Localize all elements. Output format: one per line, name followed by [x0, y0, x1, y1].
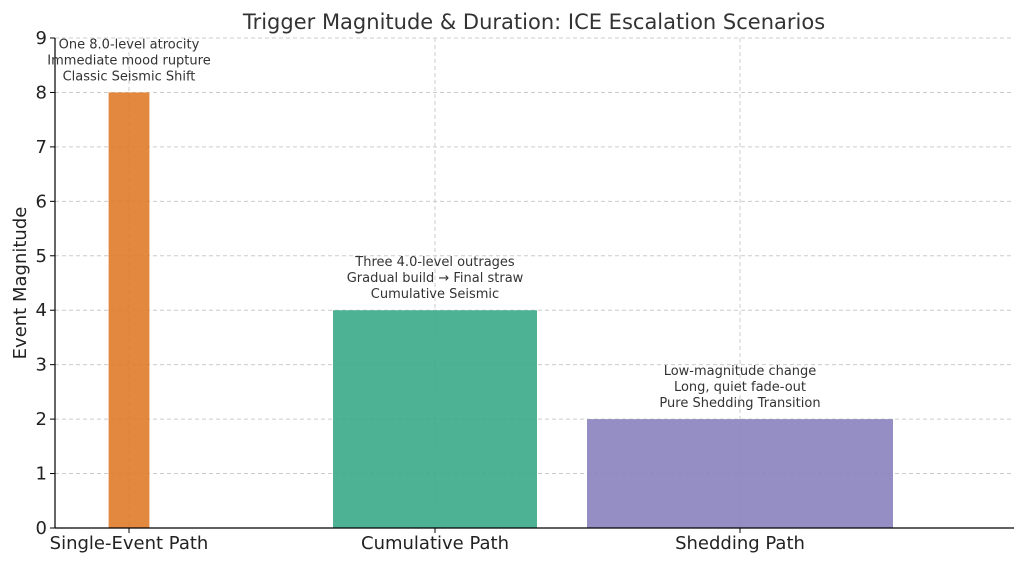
annotation-line: Classic Seismic Shift — [63, 69, 196, 84]
bar-shedding-path — [587, 419, 893, 528]
x-tick-label: Cumulative Path — [361, 533, 509, 554]
x-tick-label: Shedding Path — [675, 533, 805, 554]
y-tick-label: 9 — [36, 28, 47, 49]
annotation-line: Low-magnitude change — [664, 364, 817, 379]
y-tick-label: 2 — [36, 409, 47, 430]
annotation-line: Cumulative Seismic — [371, 287, 499, 302]
axes — [54, 38, 1014, 529]
y-tick-label: 8 — [36, 82, 47, 103]
annotation-line: Gradual build → Final straw — [347, 271, 524, 286]
annotation-line: One 8.0-level atrocity — [59, 37, 200, 52]
y-tick-label: 3 — [36, 355, 47, 376]
annotation-line: Pure Shedding Transition — [659, 396, 820, 411]
annotation-line: Three 4.0-level outrages — [354, 255, 515, 270]
y-tick-label: 6 — [36, 191, 47, 212]
y-axis-label: Event Magnitude — [10, 207, 31, 360]
bar-cumulative-path — [333, 310, 537, 528]
bars — [108, 92, 893, 528]
annotation-line: Long, quiet fade-out — [674, 380, 806, 395]
x-tick-label: Single-Event Path — [50, 533, 209, 554]
y-tick-label: 0 — [36, 518, 47, 539]
y-tick-label: 7 — [36, 137, 47, 158]
chart-title: Trigger Magnitude & Duration: ICE Escala… — [242, 10, 825, 34]
y-tick-label: 4 — [36, 300, 47, 321]
annotation-line: Immediate mood rupture — [47, 53, 210, 68]
y-tick-label: 5 — [36, 246, 47, 267]
bar-single-event-path — [108, 92, 150, 528]
y-tick-label: 1 — [36, 464, 47, 485]
